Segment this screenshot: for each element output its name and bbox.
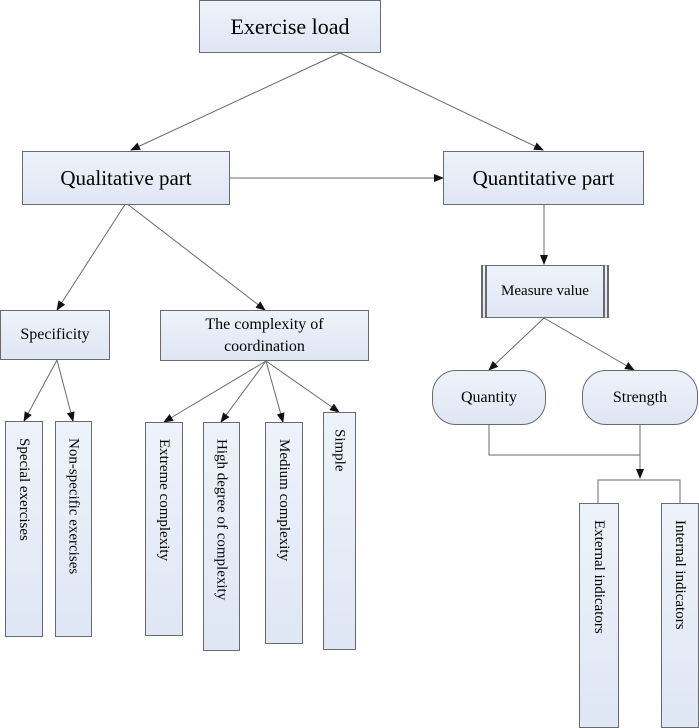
- extreme-complexity-label: Extreme complexity: [156, 439, 173, 562]
- edge-root-quantitative: [339, 52, 544, 151]
- special-exercises-label: Special exercises: [16, 438, 33, 541]
- edge-measure-quantity: [488, 317, 545, 371]
- quantitative-part-label: Quantitative part: [472, 165, 615, 190]
- exercise-load-node: Exercise load: [199, 0, 381, 53]
- extreme-complexity-node: Extreme complexity: [145, 422, 183, 636]
- strength-node: Strength: [582, 370, 698, 425]
- non-specific-exercises-label: Non-specific exercises: [65, 438, 82, 575]
- quantitative-part-node: Quantitative part: [443, 151, 644, 205]
- edge-complexity-high: [220, 360, 267, 423]
- edge-complexity-simple: [265, 360, 340, 413]
- non-specific-exercises-node: Non-specific exercises: [55, 421, 92, 637]
- edge-quantity-merge: [488, 425, 640, 456]
- edge-specificity-special: [23, 359, 58, 422]
- edge-merge-outputs: [597, 479, 681, 503]
- simple-label: Simple: [331, 429, 348, 472]
- high-complexity-node: High degree of complexity: [203, 422, 240, 651]
- qualitative-part-node: Qualitative part: [22, 151, 230, 205]
- strength-label: Strength: [612, 388, 668, 406]
- complexity-node: The complexity of coordination: [160, 310, 369, 361]
- edge-qualitative-specificity: [56, 202, 127, 311]
- exercise-load-label: Exercise load: [230, 13, 350, 39]
- complexity-label: The complexity of coordination: [205, 315, 324, 355]
- specificity-label: Specificity: [20, 326, 90, 344]
- external-indicators-label: External indicators: [591, 520, 608, 634]
- qualitative-part-label: Qualitative part: [60, 165, 192, 190]
- measure-value-node: Measure value: [481, 265, 609, 318]
- medium-complexity-label: Medium complexity: [276, 439, 293, 562]
- high-complexity-label: High degree of complexity: [213, 439, 230, 601]
- simple-node: Simple: [323, 412, 356, 650]
- edge-specificity-nonspecific: [56, 359, 75, 422]
- edge-complexity-medium: [265, 360, 285, 423]
- edge-qualitative-complexity: [125, 202, 266, 311]
- quantity-node: Quantity: [432, 370, 546, 425]
- internal-indicators-label: Internal indicators: [672, 520, 689, 630]
- edge-complexity-extreme: [163, 360, 267, 423]
- internal-indicators-node: Internal indicators: [661, 503, 699, 728]
- medium-complexity-node: Medium complexity: [265, 422, 303, 644]
- quantity-label: Quantity: [461, 388, 517, 406]
- specificity-node: Specificity: [0, 310, 110, 360]
- edge-root-qualitative: [130, 52, 341, 151]
- special-exercises-node: Special exercises: [5, 421, 43, 637]
- edge-measure-strength: [543, 317, 635, 371]
- external-indicators-node: External indicators: [579, 503, 619, 728]
- measure-value-label: Measure value: [501, 283, 589, 300]
